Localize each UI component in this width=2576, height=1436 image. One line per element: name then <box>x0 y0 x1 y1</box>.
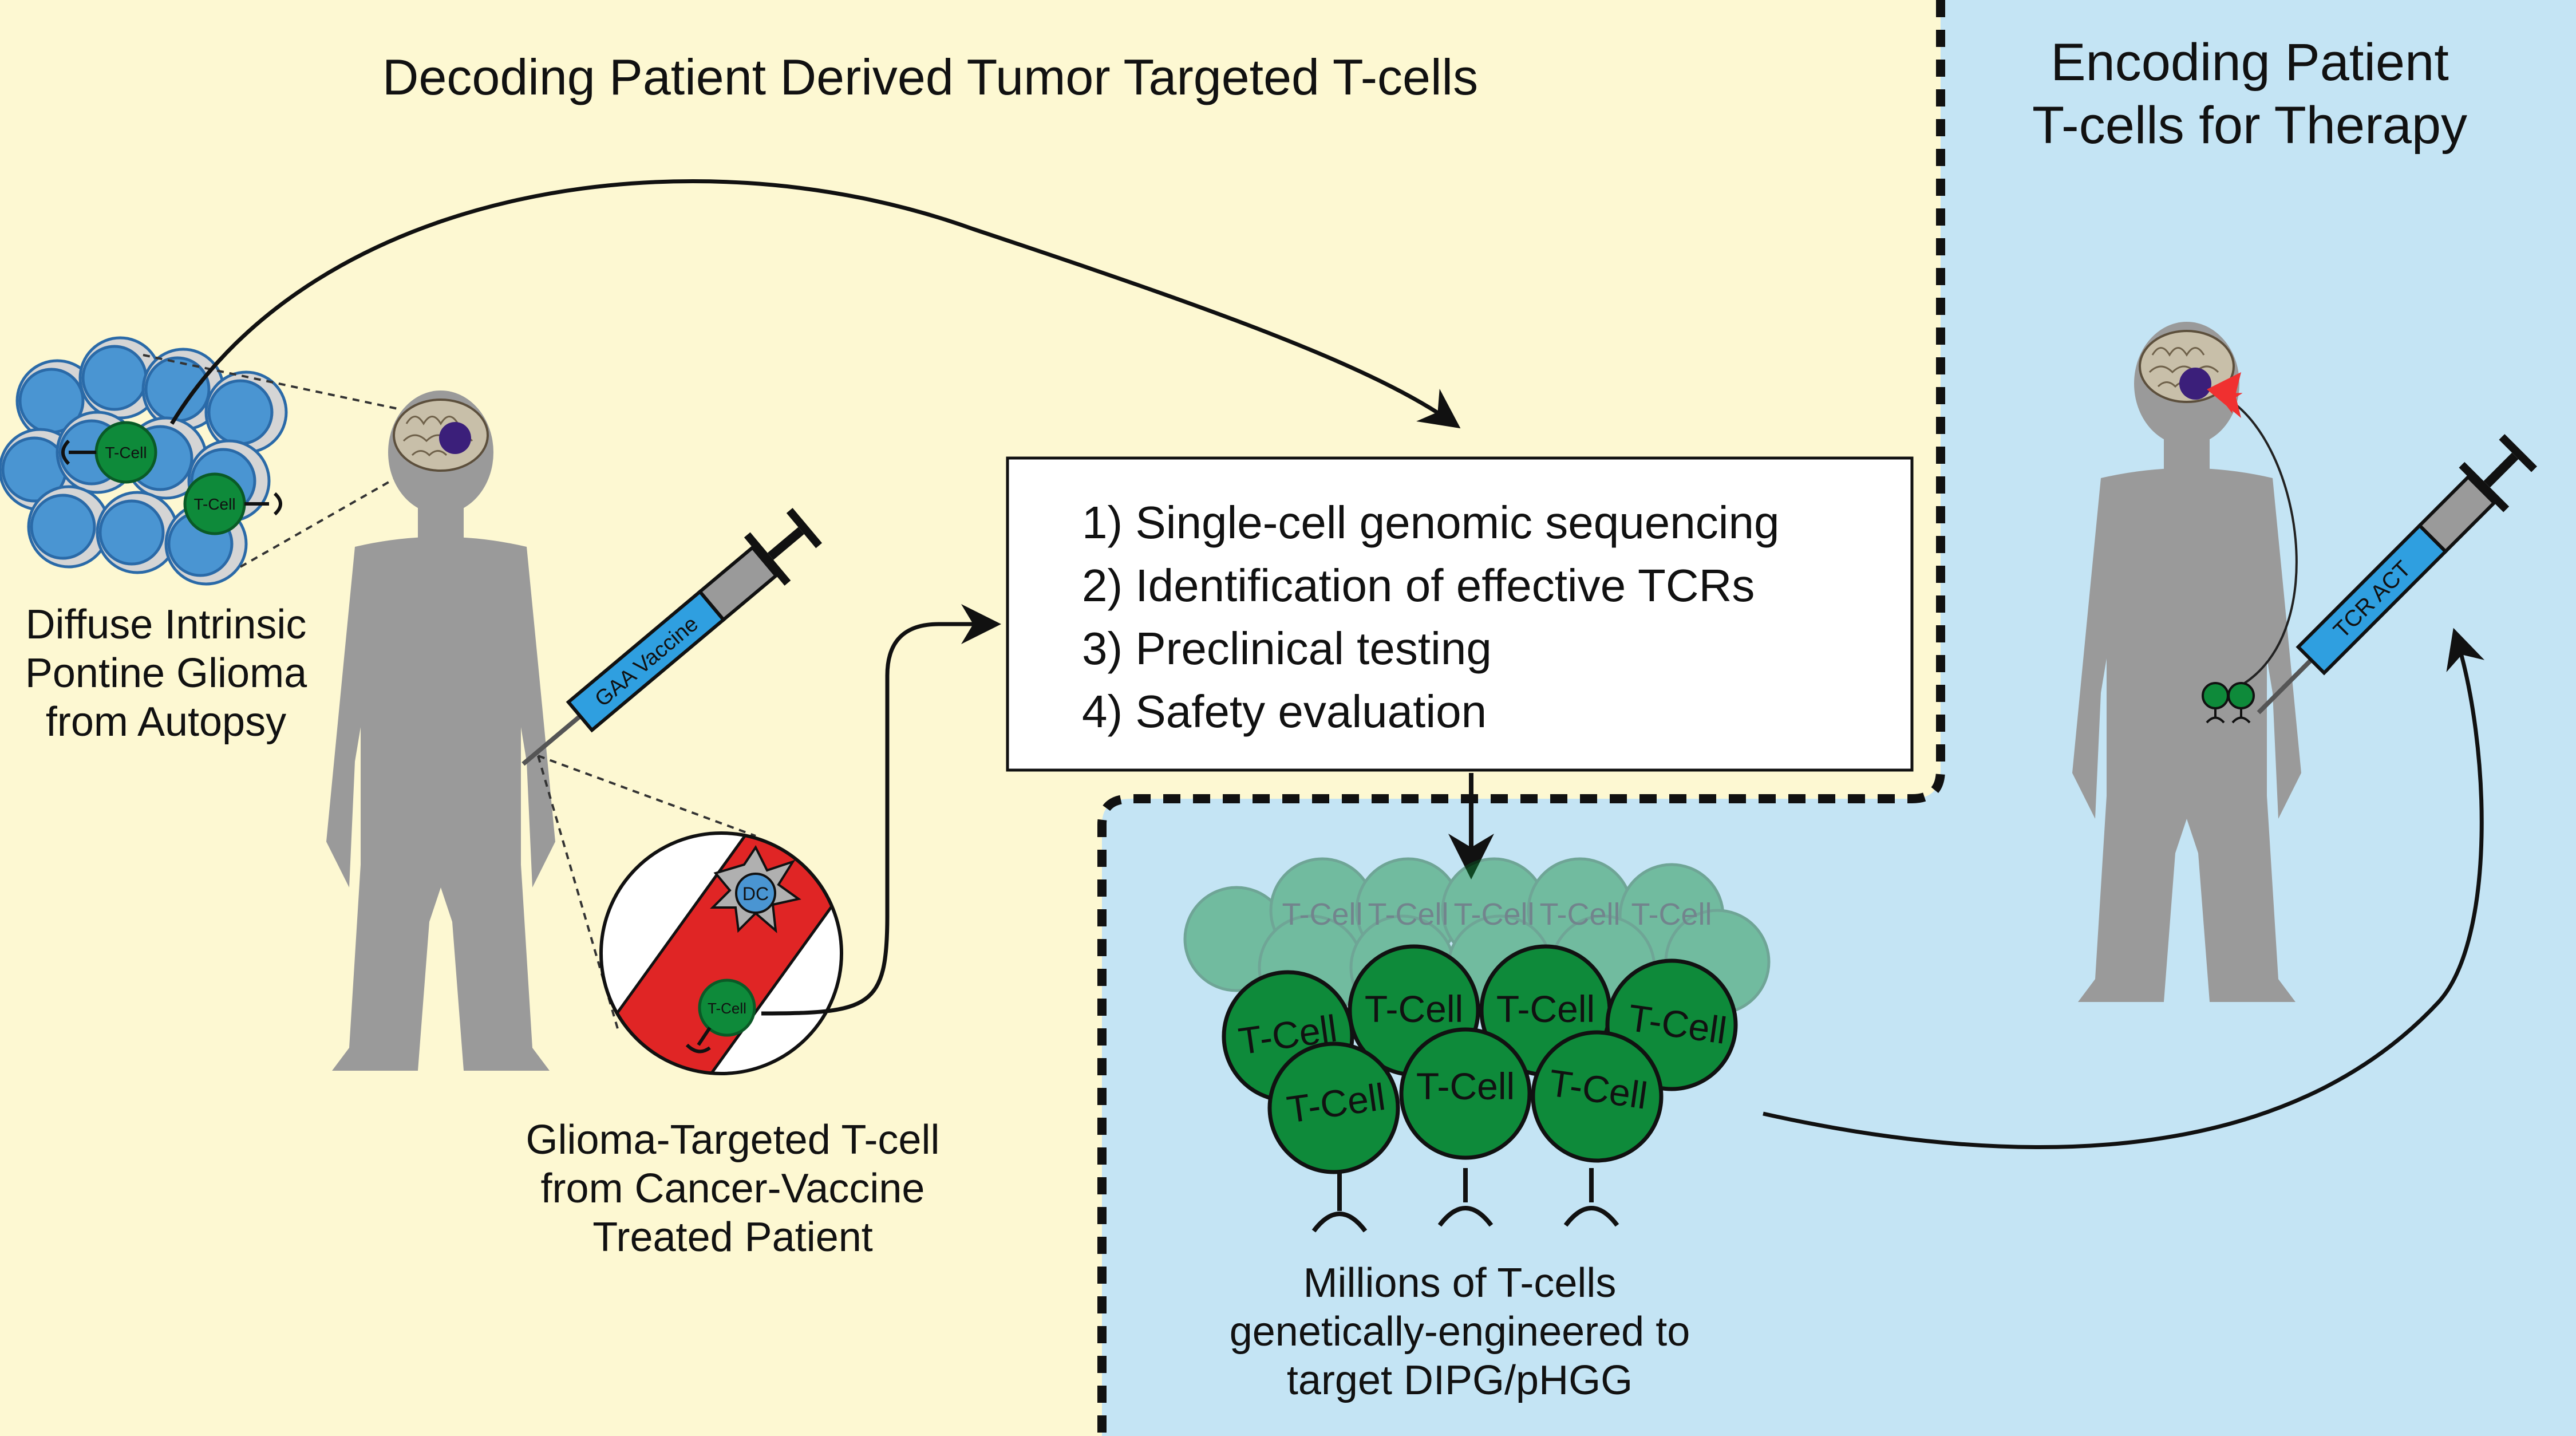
tcell-icon: T-Cell <box>61 421 157 484</box>
dendritic-cell-icon: DC <box>710 845 801 933</box>
steps-box: 1) Single-cell genomic sequencing 2) Ide… <box>1006 456 1914 772</box>
tcell-label: T-Cell <box>1539 897 1620 932</box>
dipg-label-line1: Diffuse Intrinsic <box>26 602 307 648</box>
arrow-vessel-to-sequencing <box>761 604 1001 1016</box>
dipg-label-line3: from Autopsy <box>46 699 286 745</box>
millions-label-line1: Millions of T-cells <box>1303 1260 1617 1306</box>
tcell-label: T-Cell <box>1631 897 1712 932</box>
injected-tcells <box>2202 682 2255 724</box>
region-divider <box>1097 0 1945 1436</box>
tcell-label: T-Cell <box>105 444 147 461</box>
brain-icon <box>393 399 489 472</box>
tcr-receptor-icon <box>2206 708 2251 724</box>
glioma-label-line3: Treated Patient <box>592 1214 873 1260</box>
step-1: 1) Single-cell genomic sequencing <box>1082 497 1779 548</box>
tcell-label: T-Cell <box>1365 988 1463 1030</box>
arrow-tcells-to-patient <box>1763 628 2485 1150</box>
tcell-label: T-Cell <box>193 495 235 513</box>
tcell-icon: T-Cell <box>1531 1030 1664 1163</box>
arrow-autopsy-to-sequencing <box>170 179 1461 429</box>
red-arrow-head <box>2207 372 2241 418</box>
zoom-lines-tumor <box>143 354 401 568</box>
tumor-spot-icon <box>2179 368 2211 400</box>
tcr-receptor-icon <box>1311 1168 1619 1233</box>
tcell-label: T-Cell <box>1453 897 1534 932</box>
encoding-title-line2: T-cells for Therapy <box>2032 96 2467 155</box>
tcell-label: T-Cell <box>1368 897 1448 932</box>
dc-label: DC <box>742 883 769 904</box>
arrow-tcells-to-tumor <box>2217 393 2298 691</box>
millions-label-line3: target DIPG/pHGG <box>1287 1358 1633 1403</box>
dipg-label-line2: Pontine Glioma <box>25 650 307 696</box>
tcell-icon: T-Cell <box>685 979 756 1054</box>
encoding-title-line1: Encoding Patient <box>2050 33 2449 92</box>
step-4: 4) Safety evaluation <box>1082 686 1487 737</box>
tcr-receptor-icon <box>244 492 282 516</box>
tcell-label: T-Cell <box>1496 988 1595 1030</box>
zoom-lines-vessel <box>537 755 756 1031</box>
tcell-label: T-Cell <box>1416 1065 1515 1107</box>
tcell-icon: T-Cell <box>1267 1042 1400 1174</box>
tumor-spot-icon <box>439 422 471 454</box>
glioma-label-line2: from Cancer-Vaccine <box>541 1166 925 1212</box>
tcr-receptor-icon <box>685 1027 712 1054</box>
step-2: 2) Identification of effective TCRs <box>1082 560 1755 611</box>
millions-label-line2: genetically-engineered to <box>1230 1309 1690 1355</box>
tcr-receptor-icon <box>61 439 96 465</box>
tcell-icon: T-Cell <box>1399 1027 1532 1160</box>
step-3: 3) Preclinical testing <box>1082 623 1492 674</box>
tcell-icon: T-Cell <box>183 472 282 535</box>
tcell-label: T-Cell <box>708 1000 746 1017</box>
tcell-label: T-Cell <box>1282 897 1362 932</box>
brain-icon <box>2139 330 2235 403</box>
decoding-title: Decoding Patient Derived Tumor Targeted … <box>382 49 1478 105</box>
glioma-label-line1: Glioma-Targeted T-cell <box>526 1117 940 1163</box>
tcell-group-engineered: T-Cell T-Cell T-Cell T-Cell T-Cell T-Cel… <box>1222 944 1738 1174</box>
